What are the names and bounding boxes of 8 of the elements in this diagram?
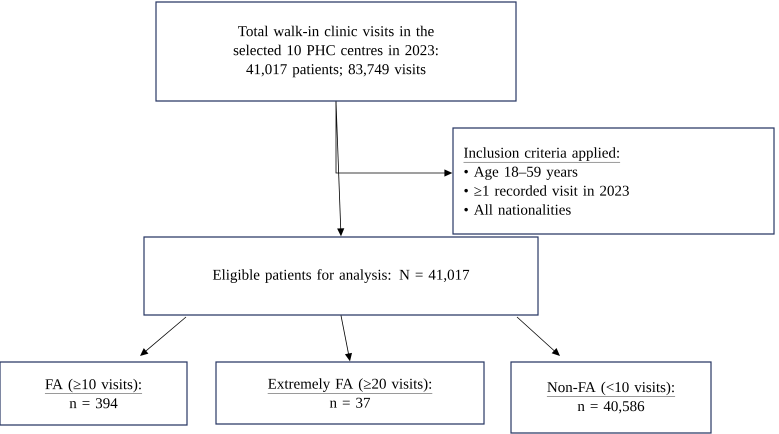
flow-box: Extremely FA (≥20 visits): n = 37 <box>215 361 485 425</box>
flow-box: Total walk-in clinic visits in the selected 10 PHC centres in 2023: 41,017 patients; 83,749 visits <box>155 1 517 102</box>
flow-box: Inclusion criteria applied: • Age 18–59 years • ≥1 recorded visit in 2023 • All nationalities <box>452 127 775 235</box>
flow-box: FA (≥10 visits): n = 394 <box>0 361 188 426</box>
flow-box: Eligible patients for analysis: N = 41,017 <box>143 236 539 316</box>
arrow <box>516 316 560 356</box>
flow-box: Non-FA (<10 visits): n = 40,586 <box>510 361 712 434</box>
arrow <box>140 316 186 356</box>
